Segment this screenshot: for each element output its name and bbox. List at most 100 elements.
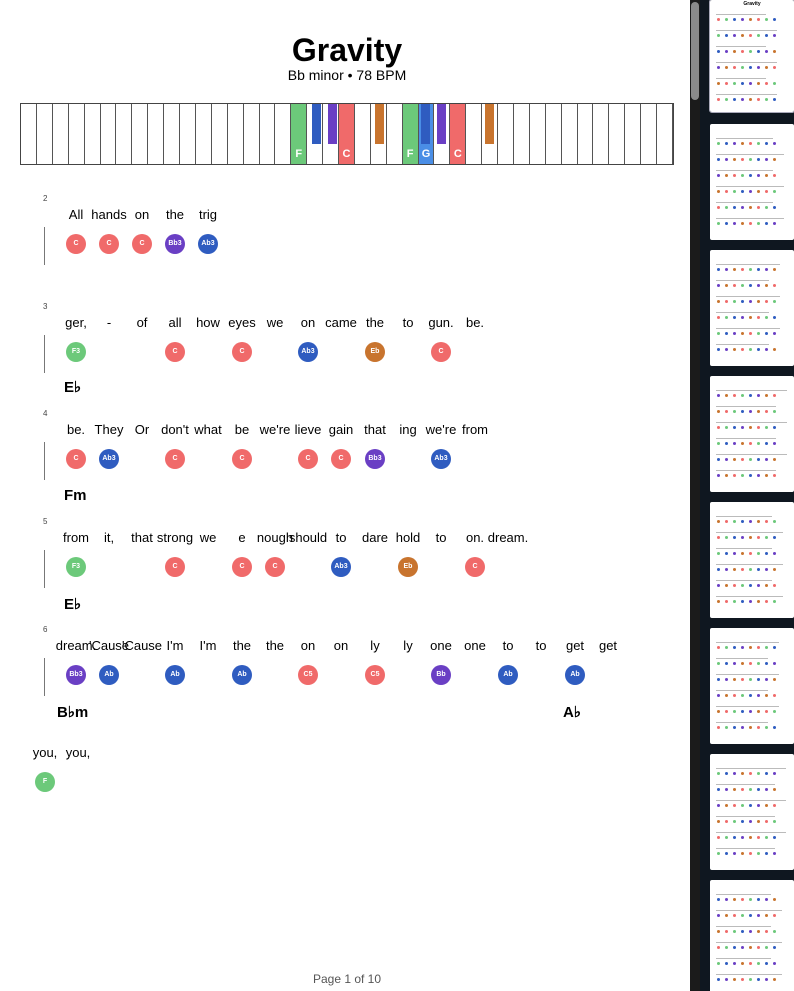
piano-white-key xyxy=(561,104,578,164)
thumbnail-text-line xyxy=(716,832,786,833)
note-circle[interactable]: Bb3 xyxy=(365,449,385,469)
note-circle[interactable]: Ab3 xyxy=(298,342,318,362)
note-circle[interactable]: Eb xyxy=(398,557,418,577)
note-circle[interactable]: C xyxy=(232,449,252,469)
page-thumbnail[interactable] xyxy=(710,124,794,240)
note-circle[interactable]: C xyxy=(232,342,252,362)
note-circle[interactable]: C xyxy=(465,557,485,577)
thumbnail-note-dot xyxy=(717,898,720,901)
thumbnail-note-dot xyxy=(765,206,768,209)
lyric-word: dream. xyxy=(487,530,529,545)
piano-black-key xyxy=(328,104,337,144)
note-circle[interactable]: F xyxy=(35,772,55,792)
note-circle[interactable]: Eb xyxy=(365,342,385,362)
note-circle[interactable]: Ab3 xyxy=(431,449,451,469)
thumbnail-note-dot xyxy=(741,820,744,823)
thumbnail-note-dot xyxy=(741,348,744,351)
piano-white-key xyxy=(84,104,101,164)
note-circle[interactable]: C xyxy=(132,234,152,254)
note-circle[interactable]: C5 xyxy=(298,665,318,685)
page-thumbnail[interactable] xyxy=(710,754,794,870)
thumbnail-note-dot xyxy=(773,98,776,101)
thumbnail-note-dot xyxy=(749,158,752,161)
thumbnail-note-dot xyxy=(717,930,720,933)
thumbnail-note-dot xyxy=(717,646,720,649)
thumbnail-note-dot xyxy=(765,190,768,193)
note-circle[interactable]: Ab3 xyxy=(198,234,218,254)
note-circle[interactable]: F3 xyxy=(66,557,86,577)
thumbnail-note-dot xyxy=(717,206,720,209)
thumbnail-text-line xyxy=(716,642,779,643)
lyric-word: dream. xyxy=(55,638,97,653)
scrollbar-thumb[interactable] xyxy=(691,2,699,100)
lyric-word: I'm xyxy=(199,638,217,653)
page-thumbnail[interactable] xyxy=(710,376,794,492)
page-thumbnail[interactable]: Gravity xyxy=(709,0,794,113)
staff-bar xyxy=(44,442,45,480)
scrollbar[interactable] xyxy=(690,0,700,991)
lyric-word: that xyxy=(364,422,386,437)
thumbnail-note-dot xyxy=(741,898,744,901)
lyric-word: to xyxy=(402,315,414,330)
note-circle[interactable]: C xyxy=(298,449,318,469)
thumbnail-note-dot xyxy=(773,852,776,855)
staff-bar xyxy=(44,335,45,373)
thumbnail-note-dot xyxy=(741,426,744,429)
thumbnail-note-dot xyxy=(725,82,728,85)
lyric-word: from xyxy=(462,422,488,437)
thumbnail-note-dot xyxy=(757,662,760,665)
note-circle[interactable]: Ab xyxy=(498,665,518,685)
note-circle[interactable]: C xyxy=(66,234,86,254)
thumbnail-note-dot xyxy=(725,836,728,839)
note-circle[interactable]: C xyxy=(165,342,185,362)
note-circle[interactable]: Bb xyxy=(431,665,451,685)
note-circle[interactable]: C xyxy=(265,557,285,577)
note-circle[interactable]: C xyxy=(232,557,252,577)
note-circle[interactable]: C xyxy=(99,234,119,254)
thumbnail-note-dot xyxy=(741,804,744,807)
thumbnail-text-line xyxy=(716,218,784,219)
note-circle[interactable]: Ab3 xyxy=(331,557,351,577)
thumbnail-note-dot xyxy=(725,222,728,225)
thumbnail-note-dot xyxy=(765,98,768,101)
note-circle[interactable]: C xyxy=(66,449,86,469)
note-circle[interactable]: F3 xyxy=(66,342,86,362)
thumbnail-note-dot xyxy=(757,348,760,351)
thumbnail-note-dot xyxy=(749,284,752,287)
thumbnail-note-dot xyxy=(741,394,744,397)
note-circle[interactable]: Ab xyxy=(165,665,185,685)
thumbnail-note-dot xyxy=(749,410,752,413)
page-thumbnail[interactable] xyxy=(710,628,794,744)
page-thumbnail[interactable] xyxy=(710,250,794,366)
thumbnail-note-dot xyxy=(749,18,752,21)
thumbnail-text-line xyxy=(716,470,776,471)
thumbnail-note-dot xyxy=(741,694,744,697)
page-thumbnail[interactable] xyxy=(710,880,794,991)
thumbnail-text-line xyxy=(716,580,772,581)
thumbnail-note-dot xyxy=(741,978,744,981)
note-circle[interactable]: C xyxy=(165,449,185,469)
note-circle[interactable]: Ab xyxy=(565,665,585,685)
thumbnail-note-dot xyxy=(749,458,752,461)
note-circle[interactable]: Bb3 xyxy=(66,665,86,685)
note-circle[interactable]: Ab xyxy=(232,665,252,685)
lyric-word: the xyxy=(265,638,285,653)
note-circle[interactable]: C xyxy=(165,557,185,577)
note-circle[interactable]: Ab xyxy=(99,665,119,685)
thumbnail-text-line xyxy=(716,596,783,597)
thumbnail-note-dot xyxy=(749,34,752,37)
thumbnail-note-dot xyxy=(717,442,720,445)
note-circle[interactable]: Bb3 xyxy=(165,234,185,254)
thumbnail-note-dot xyxy=(733,222,736,225)
thumbnail-note-dot xyxy=(717,284,720,287)
thumbnail-note-dot xyxy=(765,34,768,37)
note-circle[interactable]: C xyxy=(331,449,351,469)
thumbnail-note-dot xyxy=(717,694,720,697)
piano-key-label: C xyxy=(453,148,462,160)
note-circle[interactable]: Ab3 xyxy=(99,449,119,469)
note-circle[interactable]: C xyxy=(431,342,451,362)
page-thumbnail[interactable] xyxy=(710,502,794,618)
thumbnail-note-dot xyxy=(749,978,752,981)
note-circle[interactable]: C5 xyxy=(365,665,385,685)
thumbnail-note-dot xyxy=(725,66,728,69)
